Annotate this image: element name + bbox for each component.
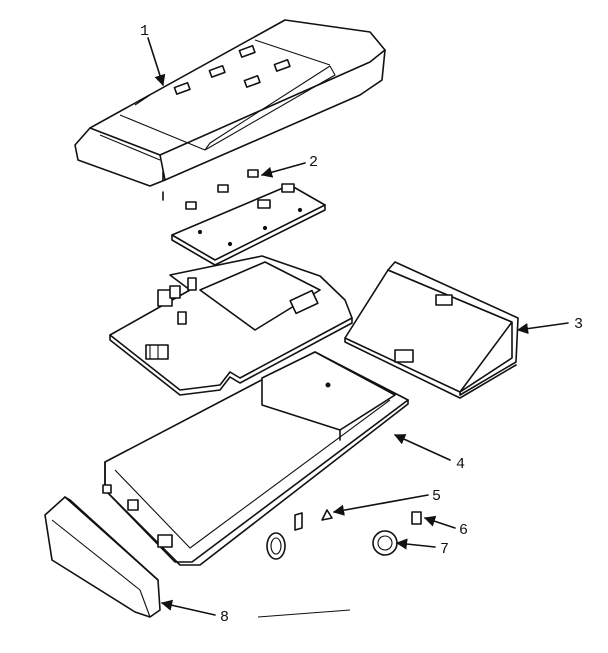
circuit-board	[109, 255, 353, 396]
part-2-switch-board	[162, 169, 326, 266]
callout-1: 1	[140, 23, 149, 40]
underline-stroke	[257, 609, 351, 618]
part-1-top-cover	[74, 19, 386, 187]
callout-6: 6	[459, 522, 468, 539]
callout-7: 7	[440, 541, 449, 558]
callout-2: 2	[309, 154, 318, 171]
part-3-bracket	[344, 261, 519, 399]
callout-8: 8	[220, 609, 229, 626]
callout-3: 3	[574, 316, 583, 333]
callout-4: 4	[456, 456, 465, 473]
part-4-bottom-case	[102, 351, 409, 566]
part-6-clip	[411, 511, 422, 525]
callout-5: 5	[432, 488, 441, 505]
part-5-screw	[321, 509, 333, 521]
part-8-end-cap	[44, 496, 161, 618]
small-parts	[266, 509, 422, 560]
part-7-knob	[372, 530, 398, 556]
leader-lines	[147, 37, 569, 616]
